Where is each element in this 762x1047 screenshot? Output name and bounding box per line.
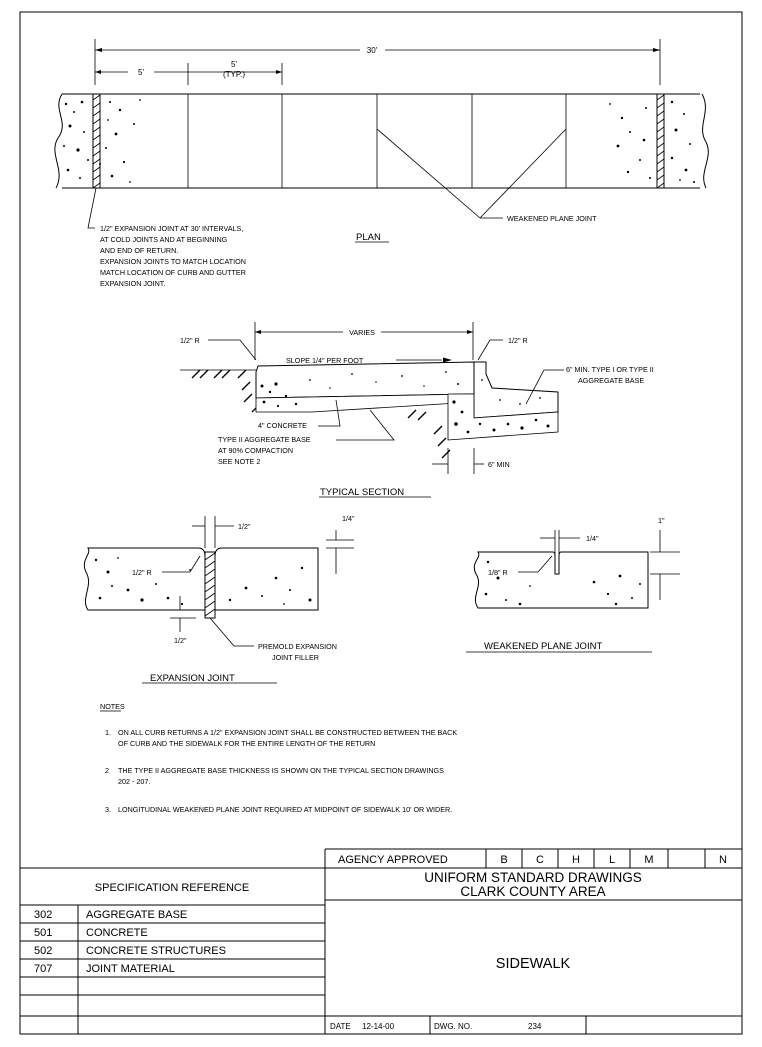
expansion-joint-detail: 1/2" 1/2" R 1/4" [83, 514, 355, 684]
notes-section: NOTES 1. ON ALL CURB RETURNS A 1/2" EXPA… [100, 702, 457, 814]
spec-code: 501 [34, 927, 52, 939]
weakened-title: WEAKENED PLANE JOINT [484, 641, 602, 652]
svg-text:ON ALL CURB RETURNS A 1/2" EXP: ON ALL CURB RETURNS A 1/2" EXPANSION JOI… [118, 728, 457, 737]
section-base-label-3: SEE NOTE 2 [218, 457, 260, 466]
expansion-dim-right: 1/4" [342, 514, 355, 523]
svg-text:1/2" EXPANSION JOINT AT 30' IN: 1/2" EXPANSION JOINT AT 30' INTERVALS, [100, 224, 243, 233]
plan-dim-first: 5' [138, 68, 144, 77]
drawing-number-value: 234 [528, 1022, 542, 1031]
agency-code: H [572, 854, 580, 866]
svg-text:2: 2 [105, 766, 109, 775]
date-value: 12-14-00 [362, 1022, 395, 1031]
plan-expansion-note: 1/2" EXPANSION JOINT AT 30' INTERVALS, A… [100, 224, 246, 288]
section-base-label-1: TYPE II AGGREGATE BASE [218, 435, 311, 444]
spec-code: 502 [34, 945, 52, 957]
plan-dim-total: 30' [367, 46, 378, 55]
drawing-title: SIDEWALK [496, 956, 571, 972]
svg-text:AND END OF RETURN.: AND END OF RETURN. [100, 246, 178, 255]
spec-row: 302 AGGREGATE BASE [34, 909, 187, 921]
spec-name: CONCRETE STRUCTURES [86, 945, 226, 957]
plan-view: 30' 5' 5' (TYP.) [54, 39, 709, 288]
spec-name: CONCRETE [86, 927, 148, 939]
section-base-label-2: AT 90% COMPACTION [218, 446, 293, 455]
weakened-dim-top: 1/4" [586, 534, 599, 543]
spec-row: 501 CONCRETE [34, 927, 148, 939]
svg-text:EXPANSION JOINT.: EXPANSION JOINT. [100, 279, 165, 288]
weakened-radius-label: 1/8" R [488, 568, 508, 577]
section-radius-right: 1/2" R [508, 336, 528, 345]
spec-reference-heading: SPECIFICATION REFERENCE [95, 882, 249, 894]
notes-heading: NOTES [100, 702, 125, 711]
expansion-filler-label-2: JOINT FILLER [272, 653, 319, 662]
svg-text:THE TYPE II AGGREGATE BASE THI: THE TYPE II AGGREGATE BASE THICKNESS IS … [118, 766, 444, 775]
agency-code: N [719, 854, 727, 866]
svg-text:1.: 1. [105, 728, 111, 737]
section-curb-base-label-2: AGGREGATE BASE [578, 376, 644, 385]
agency-approved-label: AGENCY APPROVED [338, 854, 448, 866]
weakened-plane-joint-detail: 1/4" 1/8" R 1" WEAKENED PLANE JOINT [466, 516, 680, 653]
standard-drawings-area: CLARK COUNTY AREA [460, 884, 605, 899]
sheet-border [19, 11, 743, 1035]
agency-code: M [644, 854, 653, 866]
section-slope-label: SLOPE 1/4" PER FOOT [286, 356, 364, 365]
note-item: 2 THE TYPE II AGGREGATE BASE THICKNESS I… [105, 766, 444, 786]
plan-dim-typ-note: (TYP.) [223, 70, 245, 79]
svg-text:AT COLD JOINTS AND AT BEGINNIN: AT COLD JOINTS AND AT BEGINNING [100, 235, 228, 244]
plan-dim-typ: 5' [231, 60, 237, 69]
title-block: AGENCY APPROVED B C H L M N SPECIFICATIO… [20, 848, 742, 1034]
section-dim-varies: VARIES [349, 328, 375, 337]
svg-text:202 - 207.: 202 - 207. [118, 777, 150, 786]
expansion-radius-label: 1/2" R [132, 568, 152, 577]
spec-name: AGGREGATE BASE [86, 909, 187, 921]
drawing-number-label: DWG. NO. [434, 1022, 472, 1031]
section-title: TYPICAL SECTION [320, 487, 404, 498]
note-item: 3. LONGITUDINAL WEAKENED PLANE JOINT REQ… [105, 805, 452, 814]
typical-section: VARIES 1/2" R 1/2" R SLOPE 1/4" PER FOOT [180, 322, 654, 498]
spec-row: 502 CONCRETE STRUCTURES [34, 945, 226, 957]
plan-title: PLAN [356, 232, 381, 243]
svg-text:MATCH LOCATION OF CURB AND GUT: MATCH LOCATION OF CURB AND GUTTER [100, 268, 246, 277]
spec-code: 707 [34, 963, 52, 975]
svg-text:OF CURB AND THE SIDEWALK FOR T: OF CURB AND THE SIDEWALK FOR THE ENTIRE … [118, 739, 375, 748]
spec-code: 302 [34, 909, 52, 921]
agency-code: C [536, 854, 544, 866]
plan-weakened-label: WEAKENED PLANE JOINT [507, 214, 597, 223]
expansion-title: EXPANSION JOINT [150, 673, 235, 684]
standard-drawings-title: UNIFORM STANDARD DRAWINGS [424, 870, 642, 885]
expansion-dim-bottom: 1/2" [174, 636, 187, 645]
agency-code: L [609, 854, 615, 866]
section-curb-base-label-1: 6" MIN. TYPE I OR TYPE II [566, 365, 654, 374]
section-concrete-label: 4" CONCRETE [258, 421, 307, 430]
svg-text:3.: 3. [105, 805, 111, 814]
svg-text:LONGITUDINAL WEAKENED PLANE JO: LONGITUDINAL WEAKENED PLANE JOINT REQUIR… [118, 805, 452, 814]
spec-name: JOINT MATERIAL [86, 963, 175, 975]
expansion-dim-top: 1/2" [238, 522, 251, 531]
date-label: DATE [330, 1022, 351, 1031]
section-dim-min: 6" MIN [488, 460, 510, 469]
note-item: 1. ON ALL CURB RETURNS A 1/2" EXPANSION … [105, 728, 457, 748]
expansion-filler-label-1: PREMOLD EXPANSION [258, 642, 337, 651]
spec-row: 707 JOINT MATERIAL [34, 963, 175, 975]
agency-code: B [500, 854, 507, 866]
svg-text:EXPANSION JOINTS TO MATCH LOCA: EXPANSION JOINTS TO MATCH LOCATION [100, 257, 246, 266]
section-radius-left: 1/2" R [180, 336, 200, 345]
weakened-dim-right: 1" [658, 516, 665, 525]
